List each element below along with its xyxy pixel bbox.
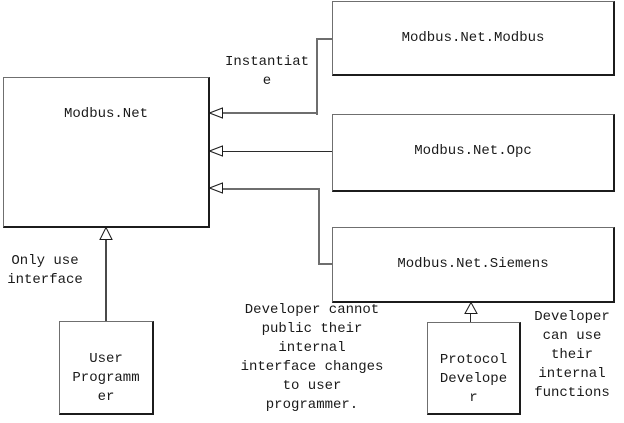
annotation-developer-cannot: Developer cannot public their internal i…	[240, 302, 384, 413]
box-modbus-net-modbus-label: Modbus.Net.Modbus	[401, 30, 545, 46]
connector-opc-horizontal	[222, 151, 332, 152]
box-user-programmer-label: User Programm er	[72, 351, 140, 405]
box-user-programmer: User Programm er	[59, 321, 154, 415]
connector-siemens-horizontal-arrow	[222, 188, 320, 190]
hollow-arrow-left-icon	[209, 107, 223, 119]
hollow-arrow-left-icon	[209, 182, 223, 194]
connector-modbus-horizontal-arrow	[222, 112, 318, 114]
box-modbus-net-opc-label: Modbus.Net.Opc	[414, 143, 532, 159]
annotation-developer-can-use: Developer can use their internal functio…	[534, 309, 610, 401]
hollow-arrow-up-icon	[464, 302, 478, 314]
connector-siemens-vertical	[318, 188, 320, 265]
box-modbus-net-opc: Modbus.Net.Opc	[332, 114, 615, 192]
annotation-only-use-interface: Only use interface	[7, 253, 83, 288]
box-modbus-net: Modbus.Net	[3, 77, 210, 228]
annotation-instantiate: Instantiat e	[224, 54, 309, 89]
hollow-arrow-up-icon	[99, 227, 113, 240]
hollow-arrow-left-icon	[209, 145, 223, 157]
connector-siemens-horizontal-bottom	[318, 263, 333, 265]
box-modbus-net-label: Modbus.Net	[63, 106, 148, 122]
box-modbus-net-modbus: Modbus.Net.Modbus	[332, 1, 615, 76]
box-modbus-net-siemens: Modbus.Net.Siemens	[332, 227, 615, 303]
box-protocol-developer-label: Protocol Develope r	[439, 352, 508, 406]
connector-user-vertical	[105, 239, 107, 321]
box-modbus-net-siemens-label: Modbus.Net.Siemens	[397, 256, 549, 272]
connector-modbus-horizontal-top	[316, 38, 333, 40]
box-protocol-developer: Protocol Develope r	[427, 322, 521, 415]
connector-protocol-vertical	[470, 313, 471, 322]
connector-modbus-vertical	[316, 38, 318, 115]
